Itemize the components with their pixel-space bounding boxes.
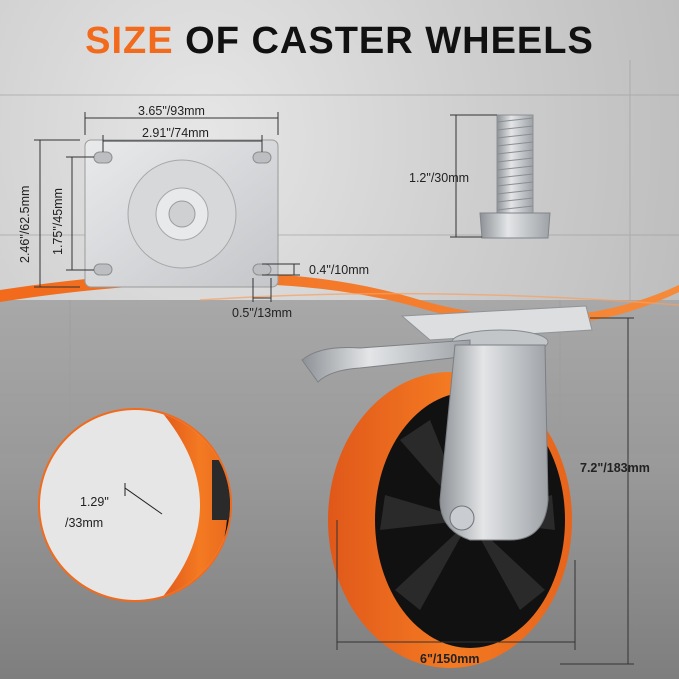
orange-swoosh (0, 272, 679, 326)
stem-thread (496, 114, 534, 214)
wheel-diameter-label: 6"/150mm (420, 652, 480, 666)
caster-dimension-lines (336, 317, 634, 665)
plate-center-hole (168, 200, 196, 228)
page-title: SIZE OF CASTER WHEELS (0, 20, 679, 63)
stem-length-label: 1.2"/30mm (409, 171, 470, 185)
slot-length-label: 0.5"/13mm (232, 306, 293, 320)
slot-width-label: 0.4"/10mm (309, 263, 370, 277)
tread-width-label-bottom: /33mm (65, 516, 104, 530)
caster-fork (439, 344, 549, 541)
stem-hex-nut (479, 212, 551, 239)
hole-spacing-width-label: 2.91"/74mm (142, 126, 209, 140)
plate-dimension-lines (34, 112, 300, 302)
title-accent: SIZE (85, 20, 174, 62)
axle-bolt (449, 505, 475, 531)
tread-width-label-top: 1.29" (80, 495, 109, 509)
plate-width-label: 3.65"/93mm (138, 104, 205, 118)
total-height-label: 7.2"/183mm (580, 461, 650, 475)
caster-top-plate (400, 305, 593, 341)
title-rest: OF CASTER WHEELS (173, 20, 594, 62)
